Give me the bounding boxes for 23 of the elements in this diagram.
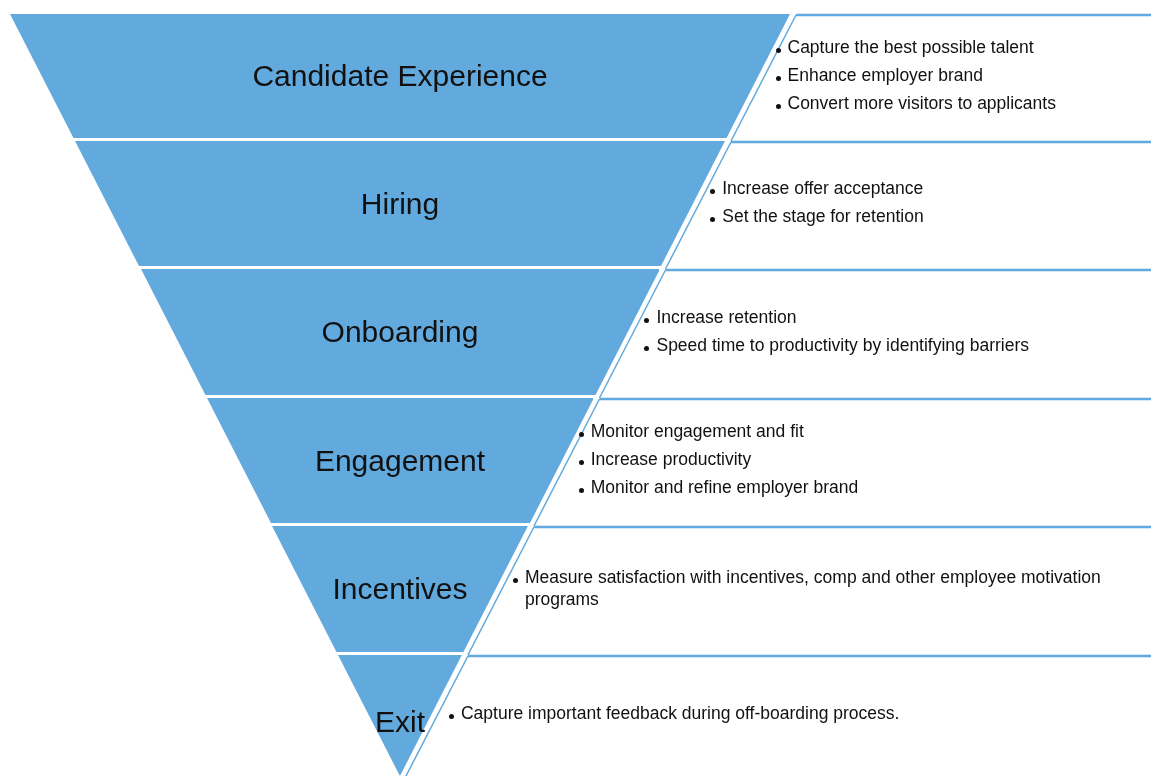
bullet-text: Capture the best possible talent <box>773 35 1147 58</box>
bullet-text: Enhance employer brand <box>773 63 1147 86</box>
funnel-stage <box>338 655 462 776</box>
bullet-text: Convert more visitors to applicants <box>773 91 1147 114</box>
funnel-stage <box>10 14 790 138</box>
stage-label: Engagement <box>314 443 486 478</box>
funnel-stage <box>206 398 594 523</box>
stage-label: Candidate Experience <box>252 59 548 93</box>
bullet-text: Increase productivity <box>576 448 1147 470</box>
bullet-text: Set the stage for retention <box>708 205 1147 227</box>
bullet-text: Increase retention <box>642 305 1147 328</box>
bullet-text: Monitor engagement and fit <box>576 420 1147 442</box>
bullet-text: Increase offer acceptance <box>708 177 1147 199</box>
bullet-text: Speed time to productivity by identifying barriers <box>642 333 1147 356</box>
stage-label: Exit <box>375 704 425 739</box>
bullet-text: Measure satisfaction with incentives, comp and other employee motivation programs <box>510 565 1147 610</box>
stage-label: Incentives <box>332 572 468 606</box>
stage-label: Onboarding <box>321 315 479 349</box>
bullet-text: Monitor and refine employer brand <box>576 476 1147 498</box>
funnel-stage <box>272 526 528 652</box>
bullet-text: Capture important feedback during off-boarding process. <box>446 701 1147 724</box>
stage-label: Hiring <box>360 186 440 221</box>
funnel-stage <box>75 141 725 266</box>
